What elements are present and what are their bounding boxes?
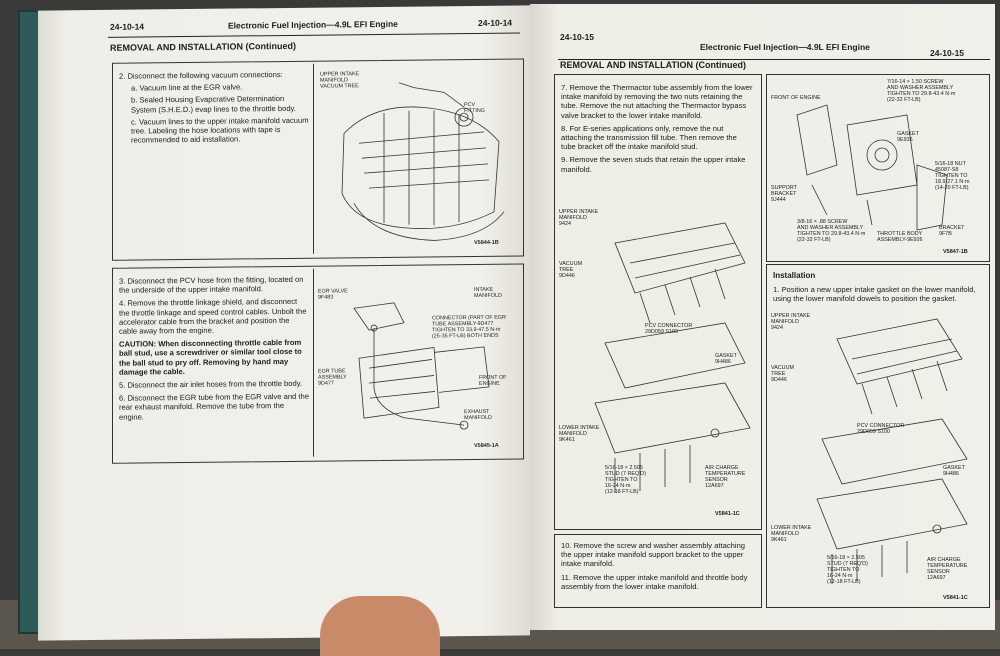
- step-text-block: 2. Disconnect the following vacuum conne…: [119, 70, 309, 145]
- step-box-10-11: 10. Remove the screw and washer assembly…: [554, 534, 762, 608]
- step-text-block: 3. Disconnect the PCV hose from the fitt…: [119, 275, 309, 422]
- label-bolt: 3/8-16 × .88 SCREW AND WASHER ASSEMBLY T…: [797, 219, 866, 243]
- label-vacuum-tree: UPPER INTAKE MANIFOLD VACUUM TREE: [320, 71, 360, 90]
- label-egr-valve: EGR VALVE 9F483: [318, 288, 348, 301]
- egr-illustration: [353, 302, 490, 430]
- figure-box-throttle-bracket: FRONT OF ENGINE 7/16-14 × 1.50 SCREW AND…: [766, 74, 990, 262]
- right-page: 24-10-15 Electronic Fuel Injection—4.9L …: [530, 4, 995, 630]
- header-rule: [558, 59, 990, 60]
- figure-code: V5841-1C: [943, 595, 968, 601]
- label-gasket: GASKET 9H486: [715, 353, 737, 365]
- step-7: 7. Remove the Thermactor tube assembly f…: [561, 83, 753, 120]
- step-box-3-6: 3. Disconnect the PCV hose from the fitt…: [112, 263, 524, 464]
- label-pcv-fitting: PCV FITTING: [464, 101, 485, 115]
- label-connector: CONNECTOR (PART OF EGR TUBE ASSEMBLY-9D4…: [432, 314, 506, 340]
- label-nut: 5/16-18 NUT 45087-S8 TIGHTEN TO 18.9-27.…: [935, 161, 970, 191]
- label-exhaust-manifold: EXHAUST MANIFOLD: [464, 408, 492, 422]
- figure-code: V5845-1A: [474, 442, 499, 450]
- installation-box: Installation 1. Position a new upper int…: [766, 264, 990, 608]
- installation-heading: Installation: [773, 271, 816, 280]
- step-box-2: 2. Disconnect the following vacuum conne…: [112, 58, 524, 261]
- step-box-7-9: 7. Remove the Thermactor tube assembly f…: [554, 74, 762, 530]
- figure-code: V5844-1B: [474, 239, 499, 247]
- caution-note: CAUTION: When disconnecting throttle cab…: [119, 338, 302, 377]
- label-air-charge-sensor: AIR CHARGE TEMPERATURE SENSOR 12A697: [927, 557, 968, 581]
- label-intake-manifold: INTAKE MANIFOLD: [474, 286, 502, 300]
- figure-egr-tube: EGR VALVE 9F483 INTAKE MANIFOLD CONNECTO…: [313, 266, 520, 457]
- bracket-illustration: [796, 104, 948, 231]
- label-gasket: GASKET 9H486: [943, 465, 965, 477]
- label-stud: 5/16-18 × 2.505 STUD (7 REQ'D) TIGHTEN T…: [605, 465, 646, 495]
- installation-step-1: 1. Position a new upper intake gasket on…: [773, 285, 976, 304]
- label-upper-intake: UPPER INTAKE MANIFOLD 9424: [771, 313, 811, 331]
- label-vacuum-tree: VACUUM TREE 9D446: [771, 365, 794, 383]
- page-header-title: Electronic Fuel Injection—4.9L EFI Engin…: [700, 42, 870, 52]
- section-heading: REMOVAL AND INSTALLATION (Continued): [560, 60, 746, 70]
- engine-illustration: [341, 82, 505, 241]
- step-2b: b. Sealed Housing Evapcrative Determinat…: [131, 94, 296, 115]
- label-stud: 5/16-18 × 2.505 STUD (7 REQ'D) TIGHTEN T…: [827, 555, 868, 585]
- step-10: 10. Remove the screw and washer assembly…: [561, 541, 746, 569]
- label-gasket: GASKET 9E936: [897, 131, 919, 143]
- figure-intake-manifold: UPPER INTAKE MANIFOLD 9424 VACUUM TREE 9…: [555, 203, 761, 527]
- label-vacuum-tree: VACUUM TREE 9D446: [559, 261, 582, 279]
- manifold-illustration: [594, 222, 751, 493]
- figure-code: V5841-1C: [715, 511, 740, 517]
- step-9: 9. Remove the seven studs that retain th…: [561, 155, 746, 174]
- label-pcv-connector: PCV CONNECTOR 29D059 S100: [645, 323, 693, 335]
- label-screw-assembly: 7/16-14 × 1.50 SCREW AND WASHER ASSEMBLY…: [887, 79, 956, 103]
- label-upper-intake: UPPER INTAKE MANIFOLD 9424: [559, 209, 599, 227]
- page-number: 24-10-14: [478, 17, 513, 28]
- label-bracket: BRACKET 9F7B: [939, 225, 965, 237]
- page-number: 24-10-15: [560, 32, 595, 42]
- step-2c: c. Vacuum lines to the upper intake mani…: [131, 115, 309, 145]
- left-page: 24-10-14 Electronic Fuel Injection—4.9L …: [38, 5, 530, 641]
- step-11: 11. Remove the upper intake manifold and…: [561, 572, 748, 591]
- label-support-bracket: SUPPORT BRACKET 9J444: [771, 185, 797, 203]
- page-header-title: Electronic Fuel Injection—4.9L EFI Engin…: [228, 18, 398, 31]
- step-2-intro: 2. Disconnect the following vacuum conne…: [119, 70, 283, 81]
- thumb: [320, 596, 440, 656]
- figure-code: V5847-1B: [943, 249, 968, 255]
- label-air-charge-sensor: AIR CHARGE TEMPERATURE SENSOR 12A697: [705, 465, 746, 489]
- label-front-of-engine: FRONT OF ENGINE: [771, 95, 821, 101]
- label-lower-intake: LOWER INTAKE MANIFOLD 9K461: [559, 425, 600, 443]
- step-3: 3. Disconnect the PCV hose from the fitt…: [119, 274, 304, 295]
- step-text-block: 10. Remove the screw and washer assembly…: [561, 541, 755, 591]
- label-front-of-engine: FRONT OF ENGINE: [479, 374, 507, 387]
- label-pcv-connector: PCV CONNECTOR 29D059 S100: [857, 423, 905, 435]
- step-text-block: 7. Remove the Thermactor tube assembly f…: [561, 83, 753, 174]
- page-number: 24-10-14: [110, 21, 145, 32]
- step-5: 5. Disconnect the air inlet hoses from t…: [119, 378, 303, 390]
- step-2a: a. Vacuum line at the EGR valve.: [131, 82, 243, 93]
- figure-vacuum-tree: UPPER INTAKE MANIFOLD VACUUM TREE PCV FI…: [313, 61, 520, 254]
- header-rule: [108, 32, 520, 38]
- manifold-install-illustration: [816, 318, 968, 584]
- step-4: 4. Remove the throttle linkage shield, a…: [119, 297, 307, 336]
- section-heading: REMOVAL AND INSTALLATION (Continued): [110, 40, 296, 53]
- step-6: 6. Disconnect the EGR tube from the EGR …: [119, 391, 309, 422]
- label-egr-tube: EGR TUBE ASSEMBLY 9D477: [318, 368, 347, 387]
- step-8: 8. For E-series applications only, remov…: [561, 123, 737, 152]
- label-lower-intake: LOWER INTAKE MANIFOLD 9K461: [771, 525, 812, 543]
- page-number: 24-10-15: [930, 48, 965, 58]
- label-throttle-body: THROTTLE BODY ASSEMBLY-9E926: [877, 231, 923, 243]
